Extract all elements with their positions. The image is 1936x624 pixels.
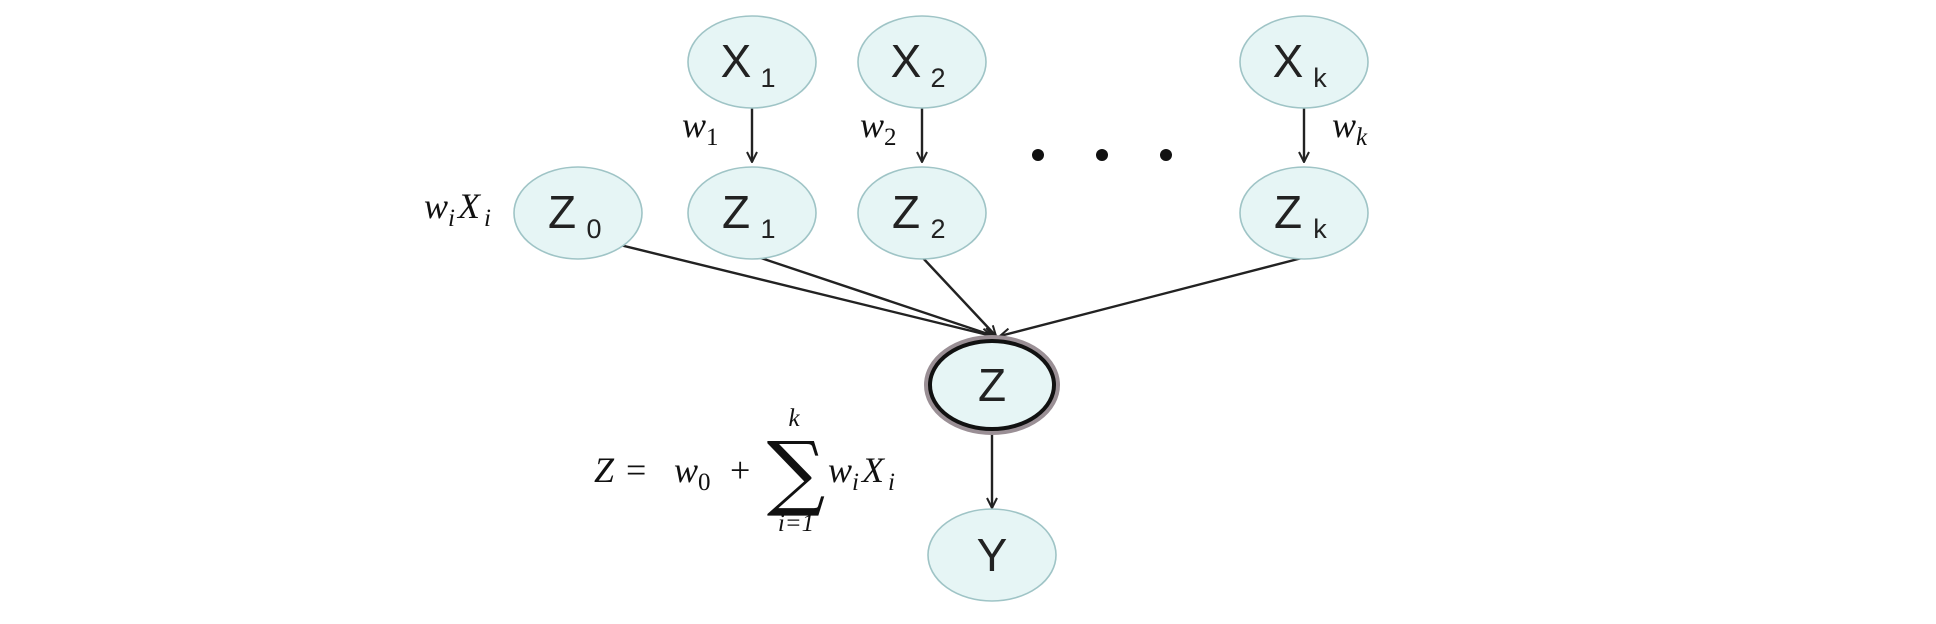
node-z: Z	[924, 335, 1060, 435]
label-wk-sub: k	[1356, 124, 1368, 151]
node-x2-main: X	[891, 35, 922, 87]
node-x1: X 1	[687, 15, 817, 109]
node-y: Y	[927, 508, 1057, 602]
label-z0: w i X i	[424, 186, 491, 232]
node-x1-main: X	[721, 35, 752, 87]
node-zk-sub: k	[1313, 214, 1327, 244]
edge-z2-z	[921, 256, 996, 336]
label-w2-sub: 2	[884, 124, 897, 151]
label-w2-main: w	[860, 105, 884, 145]
edge-zk-z	[1000, 256, 1303, 336]
formula: Z = w 0 + k ∑ i=1 w i X i	[594, 405, 895, 537]
label-w1-sub: 1	[706, 124, 719, 151]
label-z0-i1: i	[448, 205, 455, 232]
formula-sum-lower: i=1	[778, 510, 814, 537]
node-z1-sub: 1	[760, 214, 775, 244]
label-wk: w k	[1332, 105, 1368, 151]
formula-w0-sub: 0	[698, 469, 711, 496]
node-z0-sub: 0	[586, 214, 601, 244]
node-xk-main: X	[1273, 35, 1304, 87]
formula-equals: =	[626, 450, 646, 490]
node-z0: Z 0	[513, 166, 643, 260]
edge-z0-z	[619, 243, 992, 336]
node-z0-main: Z	[548, 186, 576, 238]
node-x2-sub: 2	[930, 63, 945, 93]
label-wk-main: w	[1332, 105, 1356, 145]
node-z-main: Z	[978, 359, 1006, 411]
formula-term-i1: i	[852, 469, 859, 496]
formula-w0-main: w	[674, 450, 698, 490]
label-w1-main: w	[682, 105, 706, 145]
label-z0-x: X	[456, 186, 482, 226]
formula-term-i2: i	[888, 469, 895, 496]
node-z1: Z 1	[687, 166, 817, 260]
node-z2: Z 2	[857, 166, 987, 260]
node-z2-sub: 2	[930, 214, 945, 244]
label-w2: w 2	[860, 105, 897, 151]
node-zk-main: Z	[1274, 186, 1302, 238]
node-y-main: Y	[977, 529, 1008, 581]
label-z0-w: w	[424, 186, 448, 226]
formula-term-w: w	[828, 450, 852, 490]
label-w1: w 1	[682, 105, 719, 151]
formula-sum-upper: k	[788, 405, 800, 432]
node-xk: X k	[1239, 15, 1369, 109]
formula-plus: +	[730, 450, 750, 490]
formula-term-x: X	[860, 450, 886, 490]
node-x1-sub: 1	[760, 63, 775, 93]
node-xk-sub: k	[1313, 63, 1327, 93]
label-z0-i2: i	[484, 205, 491, 232]
formula-lhs: Z	[594, 450, 615, 490]
formula-sigma: ∑	[767, 425, 826, 520]
node-z2-main: Z	[892, 186, 920, 238]
edge-z1-z	[757, 255, 994, 336]
node-x2: X 2	[857, 15, 987, 109]
node-zk: Z k	[1239, 166, 1369, 260]
ellipsis	[1032, 149, 1172, 161]
node-z1-main: Z	[722, 186, 750, 238]
